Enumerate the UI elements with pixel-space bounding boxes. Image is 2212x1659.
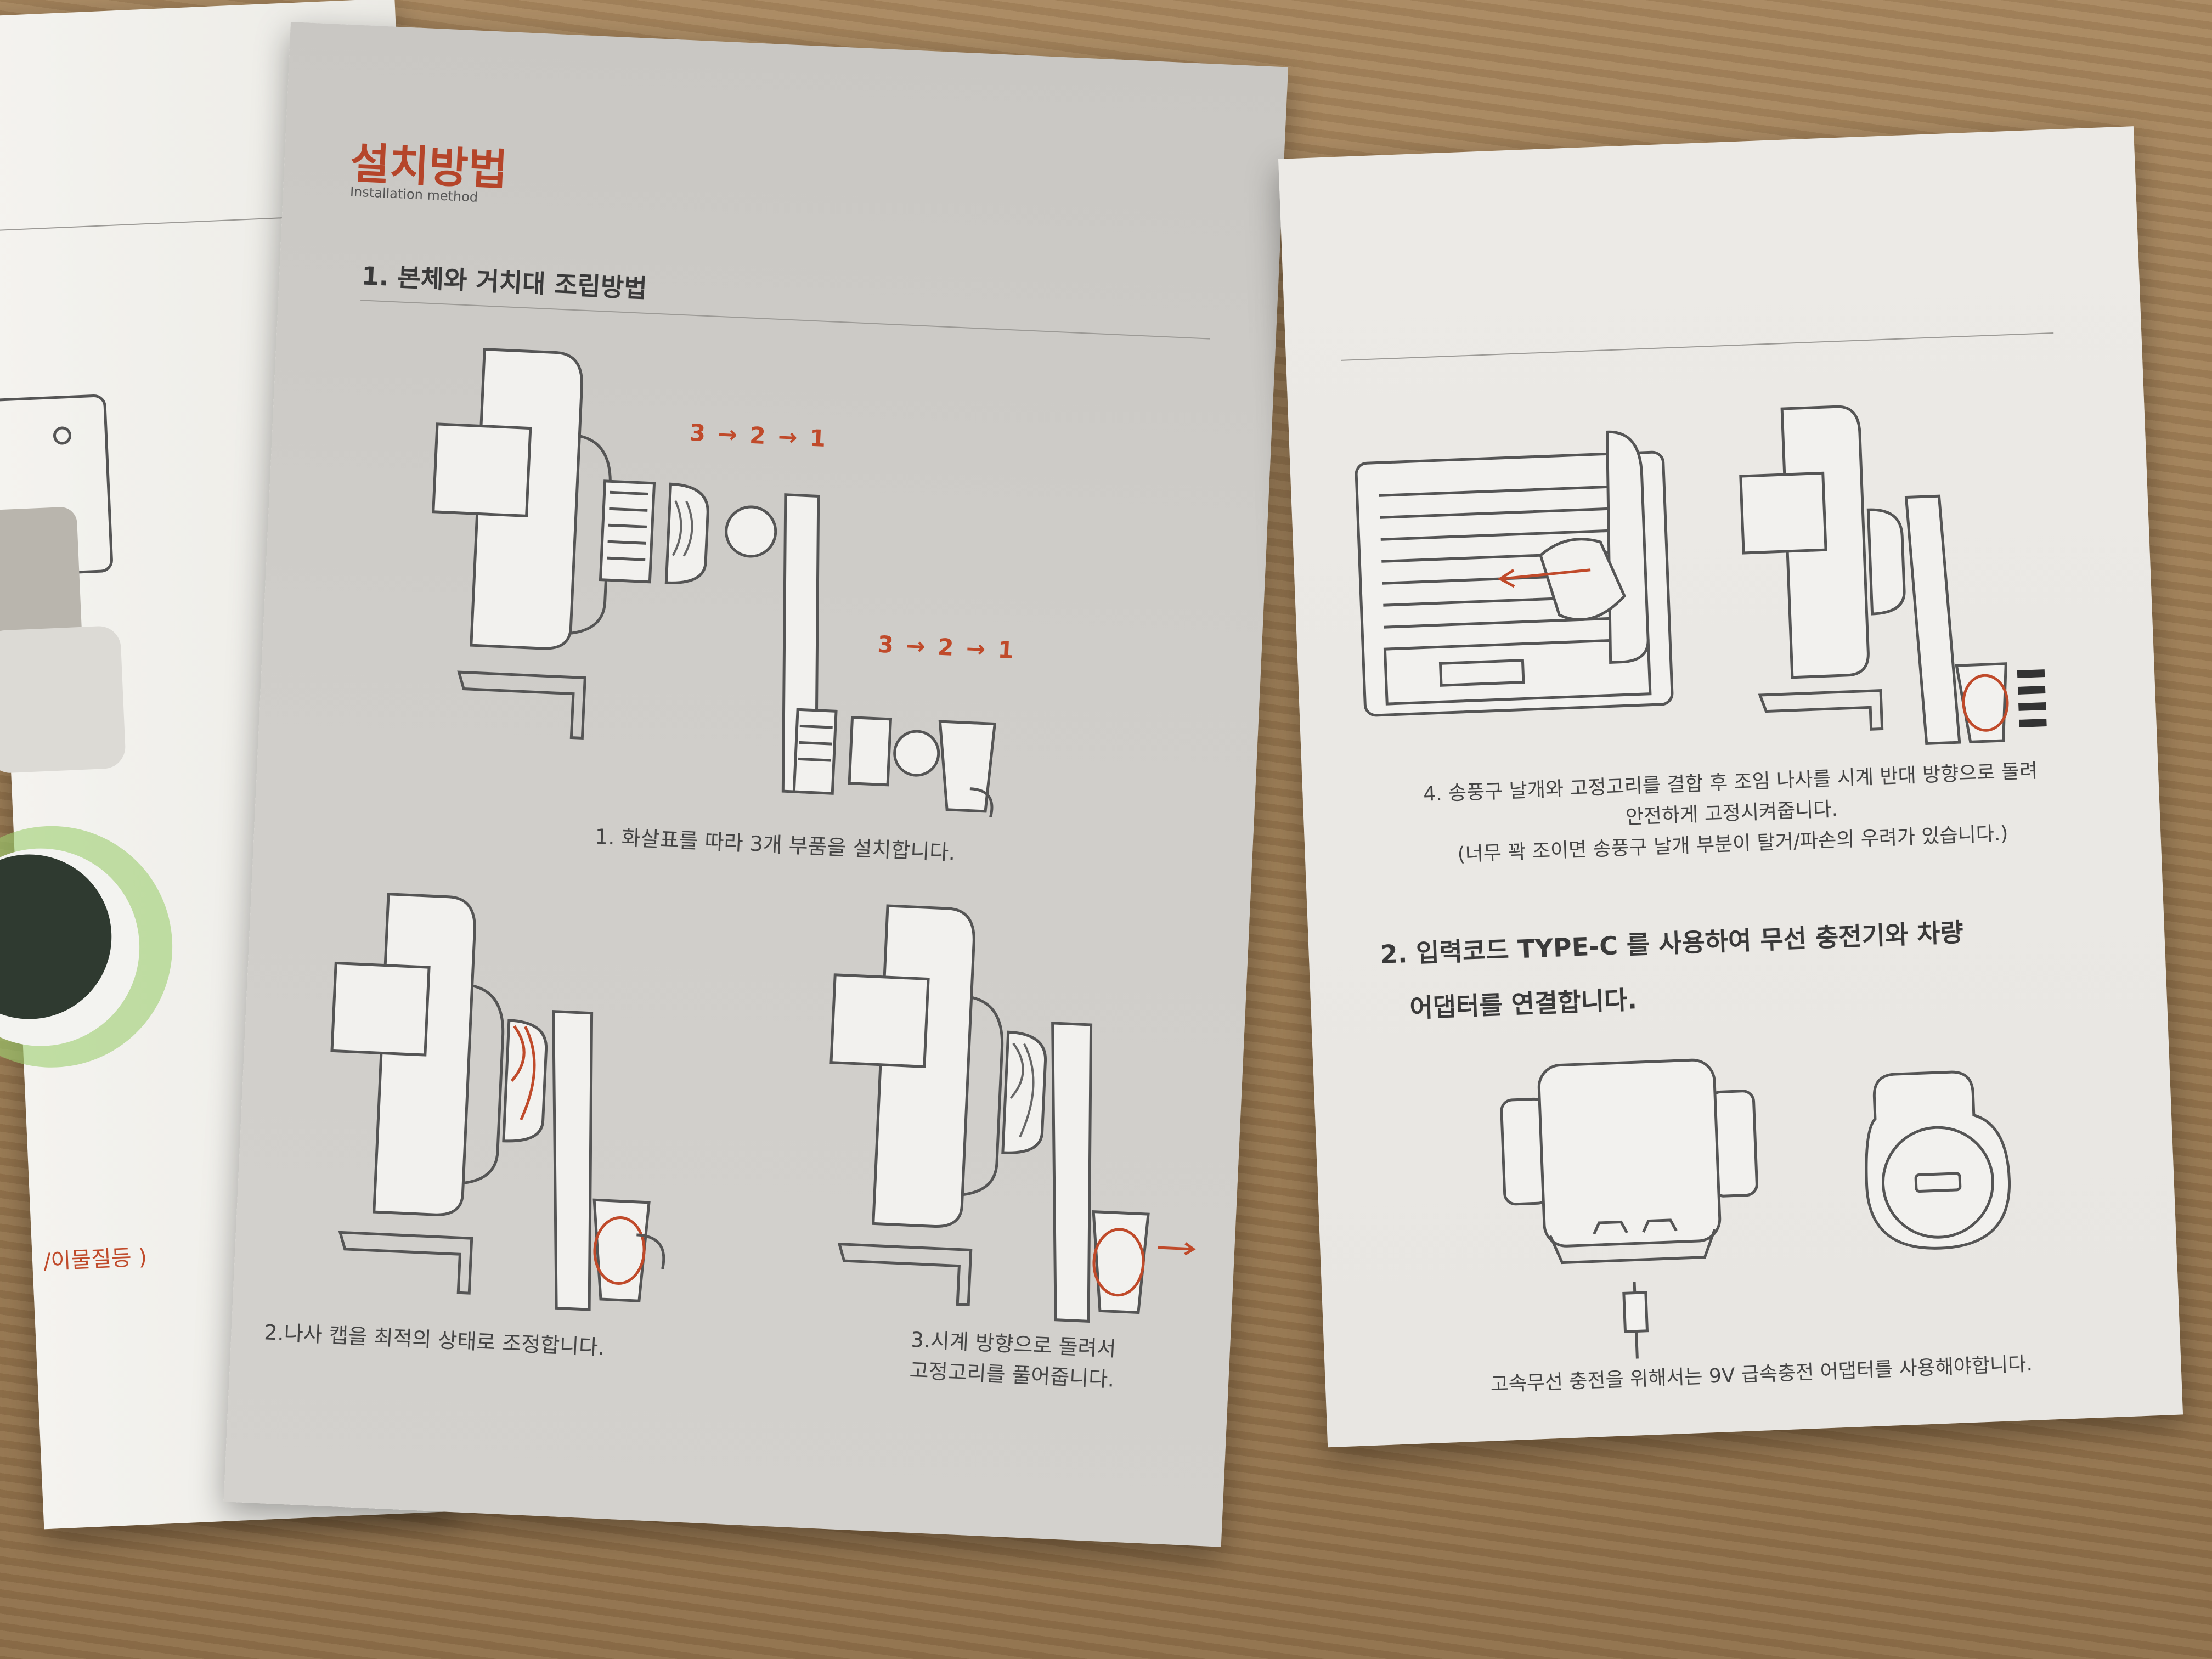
assembly-diagram-step3: [830, 904, 1196, 1323]
divider: [1341, 332, 2054, 361]
right-page: 4. 송풍구 날개와 고정고리를 결합 후 조임 나사를 시계 반대 방향으로 …: [1278, 126, 2183, 1448]
left-panel: /이물질등 ): [0, 0, 461, 1530]
holder-side-illustration: [1739, 405, 2047, 746]
caption-step1: 1. 화살표를 따라 3개 부품을 설치합니다.: [594, 824, 956, 865]
caption-step2: 2.나사 캡을 최적의 상태로 조정합니다.: [263, 1320, 606, 1360]
product-photo-partial: [0, 394, 173, 1068]
vent-install-illustration: [1355, 430, 1674, 717]
divider: [360, 300, 1210, 340]
section2-heading-line1: 2. 입력코드 TYPE-C 를 사용하여 무선 충전기와 차량: [1379, 917, 1964, 969]
section2-heading-line2: 어댑터를 연결합니다.: [1409, 985, 1638, 1023]
assembly-diagram-top: [432, 348, 997, 817]
partial-text: /이물질등 ): [43, 1244, 148, 1274]
middle-page: 설치방법 Installation method 1. 본체와 거치대 조립방법…: [223, 22, 1289, 1547]
caption-step4: 4. 송풍구 날개와 고정고리를 결합 후 조임 나사를 시계 반대 방향으로 …: [1346, 753, 2117, 874]
assembly-diagram-step2: [330, 893, 665, 1311]
section1-heading: 1. 본체와 거치대 조립방법: [360, 261, 648, 303]
charger-adapter-illustration: [1500, 1058, 2011, 1359]
divider: [0, 217, 295, 232]
